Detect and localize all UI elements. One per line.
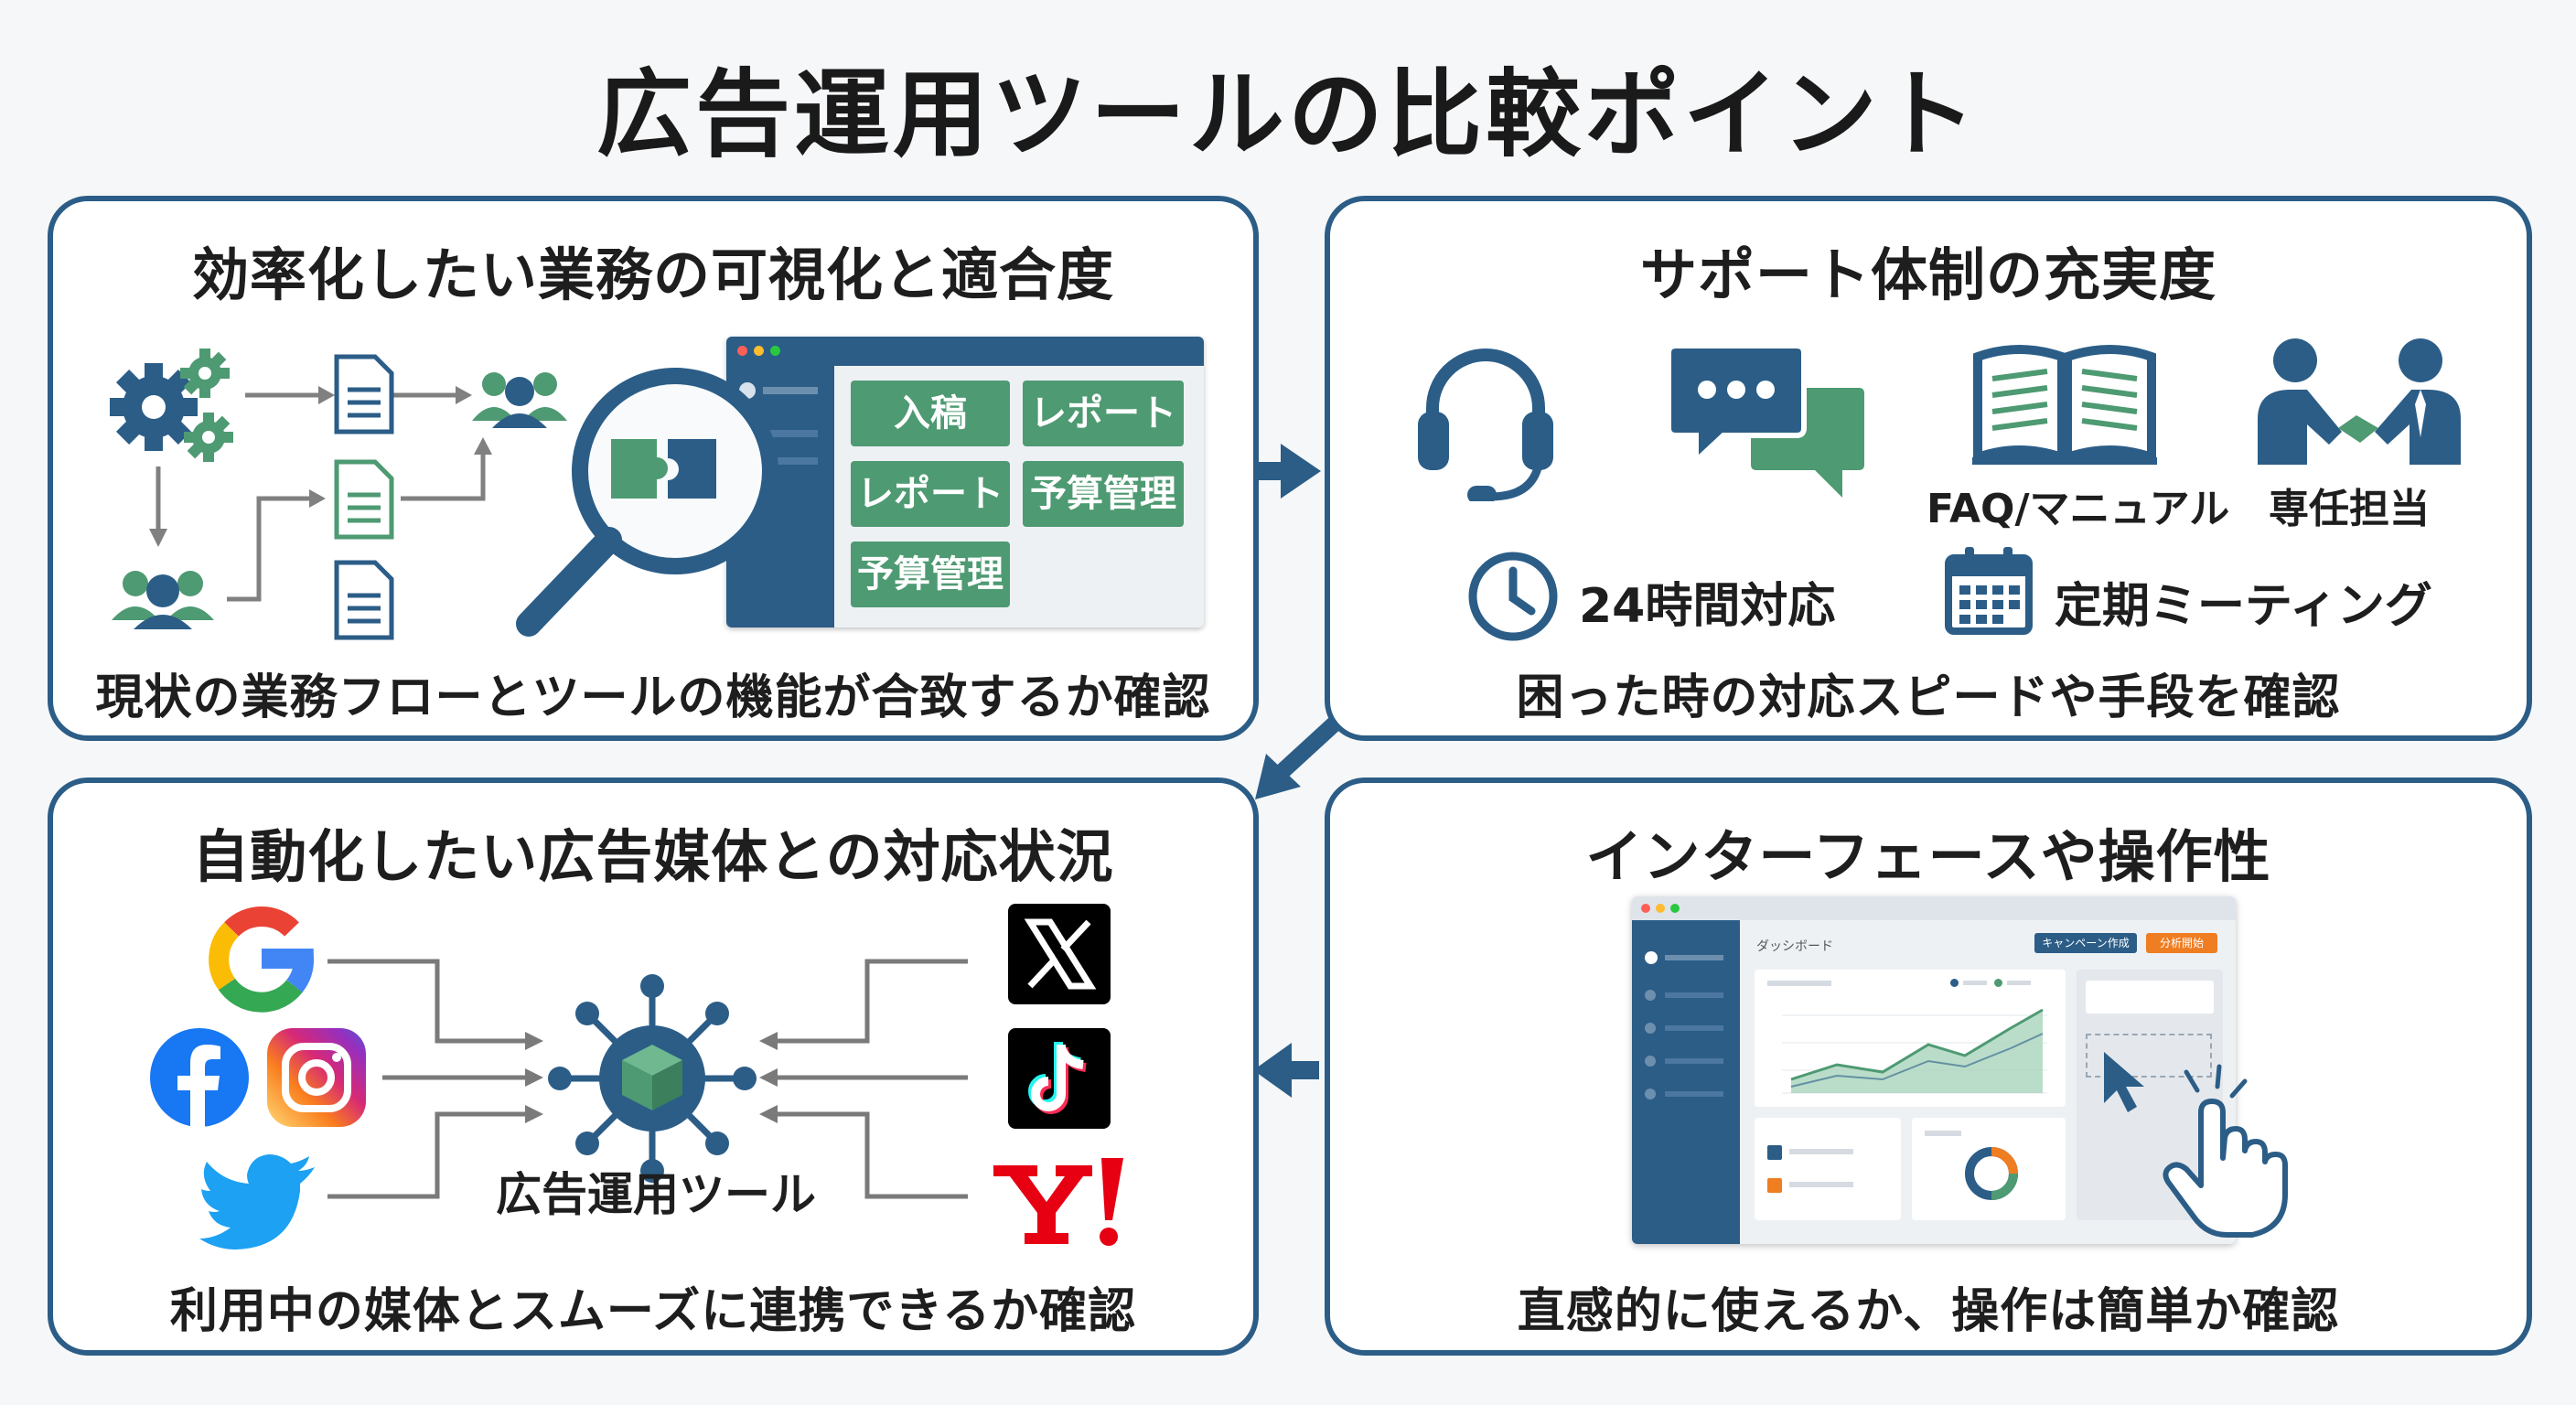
cube-icon (622, 1045, 682, 1110)
page-title: 広告運用ツールの比較ポイント (596, 59, 1980, 170)
tag-report-2: レポート (851, 461, 1010, 527)
arrow-left-icon (1253, 1043, 1319, 1098)
window-titlebar (726, 337, 1204, 366)
panel-heading: サポート体制の充実度 (1639, 241, 2216, 308)
donut-card (1912, 1118, 2066, 1220)
panel-interface: インターフェースや操作性 ダッシボード キャンペーン作成 分析開始 (1325, 778, 2532, 1356)
document-icon (334, 354, 394, 640)
clock-icon (1468, 552, 1558, 641)
panel-heading: 効率化したい業務の可視化と適合度 (191, 241, 1114, 308)
dashboard-title: ダッシボード (1756, 939, 1833, 954)
panel-media-support: 自動化したい広告媒体との対応状況 (48, 778, 1259, 1356)
hours-label: 24時間対応 (1579, 579, 1836, 634)
google-icon (209, 906, 314, 1013)
facebook-icon (150, 1028, 249, 1129)
list-card (1755, 1118, 1901, 1220)
tiktok-icon (1008, 1028, 1111, 1129)
hub-icon (548, 974, 757, 1183)
meeting-label: 定期ミーティング (2055, 579, 2432, 634)
start-analysis-button[interactable]: 分析開始 (2146, 933, 2217, 953)
line-chart-card (1755, 970, 2066, 1107)
workflow-diagram (110, 349, 567, 640)
donut-chart-icon (1965, 1147, 2018, 1200)
arrow-right-icon (1259, 444, 1321, 499)
hub-label: 広告運用ツール (496, 1168, 816, 1221)
panel-heading: インターフェースや操作性 (1585, 823, 2271, 890)
twitter-icon (199, 1154, 315, 1249)
panel-footer: 困った時の対応スピードや手段を確認 (1516, 670, 2341, 725)
dashboard-sidebar (1632, 920, 1740, 1244)
yahoo-icon (993, 1158, 1123, 1246)
tag-nyuko: 入稿 (851, 381, 1010, 446)
connector-lines (327, 959, 968, 1199)
tag-budget-2: 予算管理 (851, 542, 1010, 607)
click-hand-icon (2104, 1052, 2288, 1238)
calendar-icon (1945, 547, 2033, 635)
book-icon (1972, 345, 2157, 465)
x-icon (1008, 904, 1111, 1004)
headset-icon (1418, 349, 1553, 501)
panel-footer: 現状の業務フローとツールの機能が合致するか確認 (95, 670, 1211, 725)
window-titlebar (1632, 896, 2236, 920)
puzzle-icon (611, 439, 716, 499)
gears-icon (110, 349, 233, 462)
panel-workflow-fit: 効率化したい業務の可視化と適合度 (48, 196, 1259, 741)
faq-label: FAQ/マニュアル (1927, 486, 2230, 532)
tag-budget: 予算管理 (1023, 461, 1184, 527)
handshake-icon (2258, 338, 2461, 465)
dashboard-window: ダッシボード キャンペーン作成 分析開始 (1632, 896, 2236, 1244)
panel-footer: 利用中の媒体とスムーズに連携できるか確認 (169, 1284, 1137, 1339)
team-icon (112, 372, 567, 629)
create-campaign-button[interactable]: キャンペーン作成 (2034, 933, 2137, 953)
arrow-down-left-icon (1255, 716, 1342, 799)
area-chart-graphic (1782, 1008, 2047, 1094)
chat-icon (1669, 343, 1864, 498)
magnifier-icon (516, 368, 778, 637)
panel-heading: 自動化したい広告媒体との対応状況 (192, 823, 1114, 890)
dedicated-label: 専任担当 (2269, 486, 2430, 532)
instagram-icon (267, 1028, 366, 1127)
panel-footer: 直感的に使えるか、操作は簡単か確認 (1517, 1284, 2340, 1339)
panel-support: サポート体制の充実度 FAQ/マニュアル 専任担当 24時間対応 (1325, 196, 2532, 741)
tag-report: レポート (1023, 381, 1184, 446)
